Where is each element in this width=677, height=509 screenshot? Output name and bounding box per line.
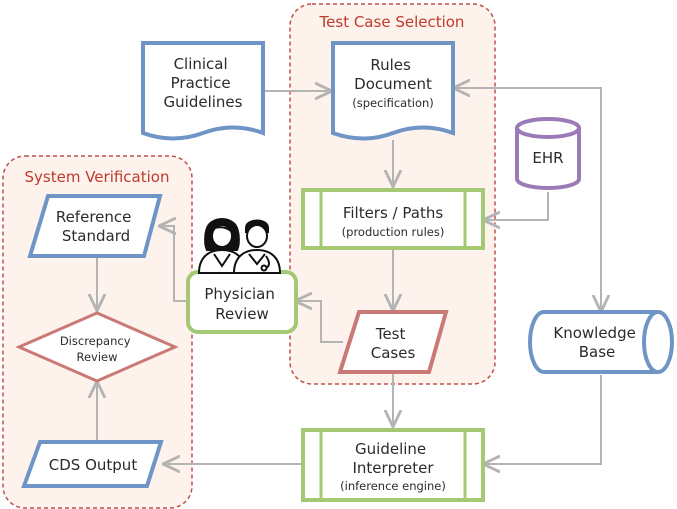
connectors (97, 88, 601, 464)
group-title-test-case-selection: Test Case Selection (319, 13, 465, 31)
node-test-cases: Test Cases (337, 310, 449, 374)
discrepancy-review-line-2: Review (76, 350, 117, 364)
arrow-testcases-to-physician-review (296, 301, 343, 343)
svg-text:Test Cases: Test Cases (371, 325, 416, 362)
physicians-icon (197, 218, 282, 274)
arrow-knowledge-base-to-interpreter (484, 375, 602, 464)
node-physician-review: Physician Review (186, 270, 298, 334)
guidelines-line-1: Clinical (174, 55, 228, 73)
guideline-interpreter-line-2: Interpreter (352, 459, 434, 477)
group-title-system-verification: System Verification (25, 168, 170, 186)
reference-standard-line-2: Standard (62, 227, 130, 245)
rules-document-line-1: Rules (370, 56, 411, 74)
svg-text:Guideline Interpreter: Guideline Interpreter (352, 440, 434, 477)
arrow-rules-to-knowledge-base (454, 88, 601, 311)
test-cases-line-2: Cases (371, 344, 416, 362)
node-rules-document: Rules Document (specification) (331, 41, 455, 141)
rules-document-line-2: Document (354, 75, 432, 93)
svg-text:Discrepancy Review: Discrepancy Review (60, 334, 134, 364)
knowledge-base-line-1: Knowledge (553, 324, 635, 342)
test-cases-line-1: Test (375, 325, 406, 343)
physician-review-line-1: Physician (204, 285, 275, 303)
svg-text:Physician Review: Physician Review (204, 285, 279, 323)
guideline-interpreter-line-1: Guideline (355, 440, 426, 458)
node-guideline-interpreter: Guideline Interpreter (inference engine) (301, 428, 485, 502)
guideline-interpreter-sub: (inference engine) (340, 479, 446, 493)
rules-document-sub: (specification) (352, 96, 434, 110)
knowledge-base-line-2: Base (579, 343, 616, 361)
physician-review-line-2: Review (215, 305, 269, 323)
node-knowledge-base: Knowledge Base (528, 310, 674, 374)
reference-standard-line-1: Reference (56, 208, 132, 226)
svg-text:Rules Document: Rules Document (354, 56, 432, 93)
node-clinical-practice-guidelines: Clinical Practice Guidelines (141, 41, 265, 141)
svg-text:Knowledge Base: Knowledge Base (553, 324, 640, 361)
node-reference-standard: Reference Standard (27, 194, 163, 258)
arrow-physician-review-to-reference-standard (160, 226, 188, 302)
guidelines-line-3: Guidelines (164, 93, 243, 111)
svg-text:Clinical Practice: Clinical Practice Guidelines (164, 55, 243, 111)
ehr-label: EHR (532, 149, 563, 167)
node-ehr: EHR (515, 117, 581, 190)
node-cds-output: CDS Output (21, 440, 164, 488)
svg-text:Reference Standard: Reference Standard (56, 208, 136, 245)
guidelines-line-2: Practice (171, 74, 231, 92)
cds-output-label: CDS Output (49, 456, 138, 474)
node-discrepancy-review: Discrepancy Review (15, 311, 179, 383)
discrepancy-review-line-1: Discrepancy (60, 334, 131, 348)
filters-paths-label: Filters / Paths (343, 204, 444, 222)
node-filters-paths: Filters / Paths (production rules) (301, 188, 485, 250)
filters-paths-sub: (production rules) (342, 225, 445, 239)
